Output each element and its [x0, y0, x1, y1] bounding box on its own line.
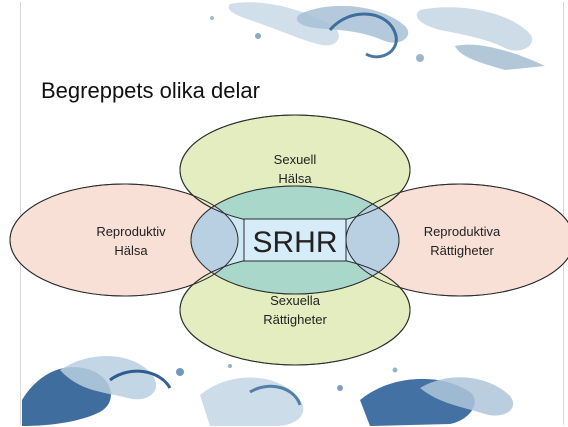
left-label-line-2: Hälsa [114, 243, 148, 258]
srhr-diagram: SRHR Sexuell Hälsa Sexuella Rättigheter … [9, 114, 568, 366]
slide-title: Begreppets olika delar [41, 78, 260, 103]
center-label: SRHR [252, 226, 337, 259]
decoration-bottom [22, 355, 514, 426]
overlap-top-center [191, 186, 399, 225]
top-label-line-2: Hälsa [278, 171, 312, 186]
bottom-label-line-2: Rättigheter [263, 312, 327, 327]
right-label-line-2: Rättigheter [430, 243, 494, 258]
overlap-bottom-center [191, 255, 399, 294]
bottom-label-line-1: Sexuella [270, 293, 321, 308]
left-label-line-1: Reproduktiv [96, 224, 166, 239]
top-label-line-1: Sexuell [274, 152, 317, 167]
decoration-top [210, 2, 545, 70]
right-label-line-1: Reproduktiva [424, 224, 501, 239]
center-label-box [243, 218, 347, 262]
slide-border [20, 2, 564, 425]
